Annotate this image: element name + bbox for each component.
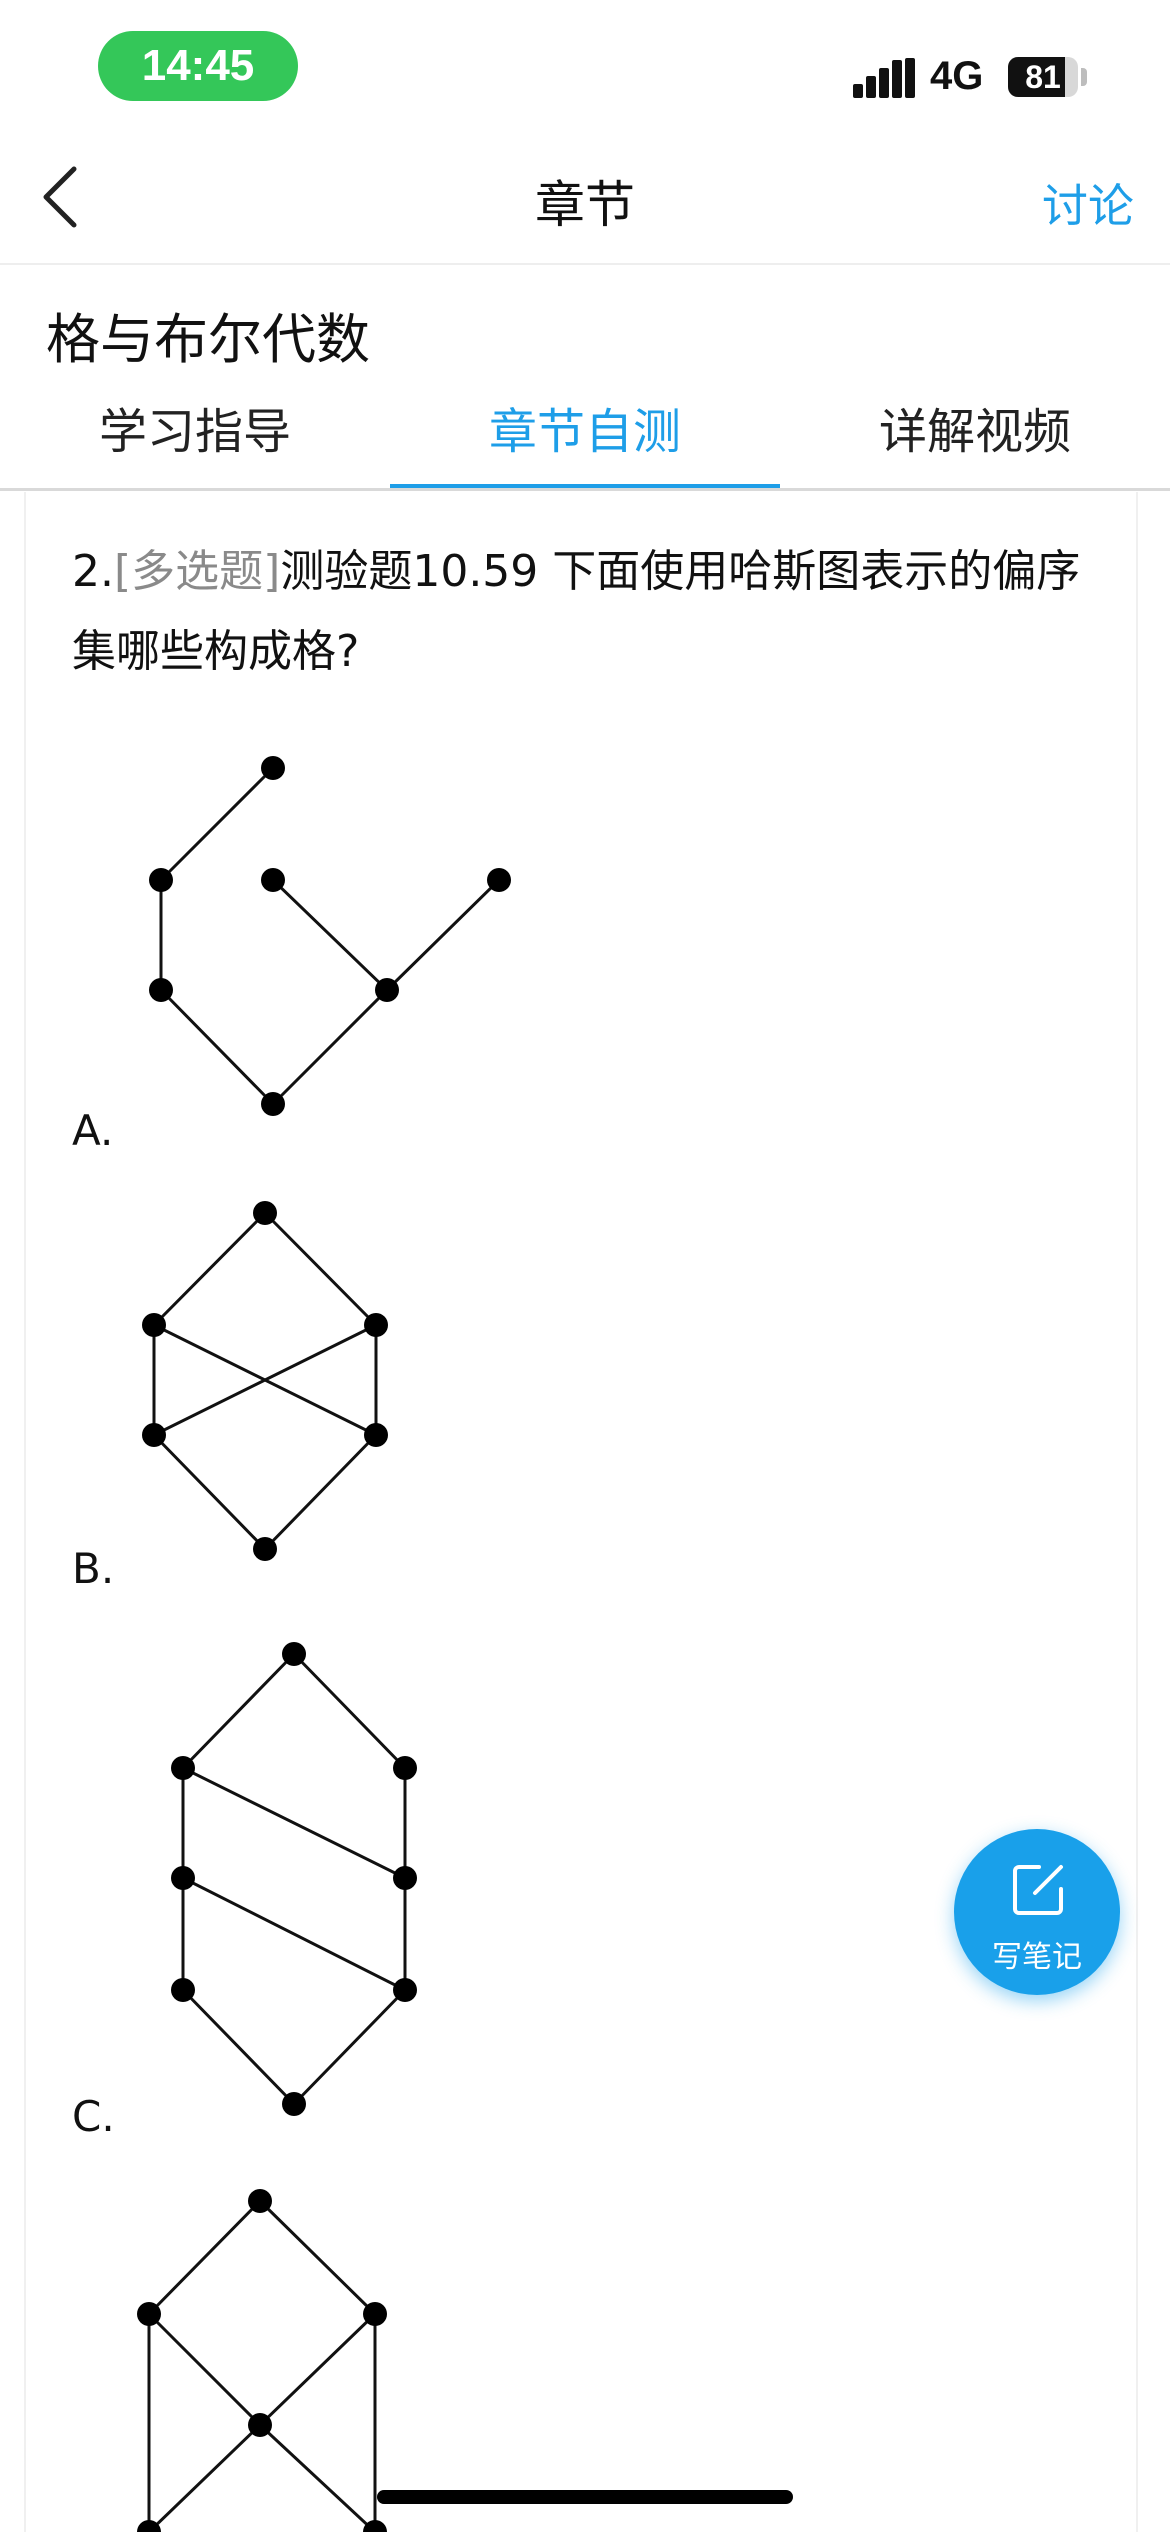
tab-bar: 学习指导 章节自测 详解视频: [0, 392, 1170, 491]
home-indicator[interactable]: [377, 2490, 793, 2504]
active-tab-indicator: [390, 484, 780, 488]
option-c-label[interactable]: C.: [72, 2092, 115, 2141]
battery-icon: 81: [1008, 57, 1078, 97]
question-number: 2.: [72, 546, 114, 597]
status-time: 14:45: [98, 31, 298, 101]
page-title: 章节: [535, 176, 635, 234]
write-note-button[interactable]: 写笔记: [954, 1829, 1120, 1995]
battery-cap: [1081, 68, 1087, 86]
tab-explanation-video[interactable]: 详解视频: [878, 404, 1071, 460]
hasse-diagram-a[interactable]: [26, 492, 1136, 2532]
discuss-button[interactable]: 讨论: [1042, 179, 1134, 233]
option-b-label[interactable]: B.: [72, 1544, 115, 1593]
question-stem: 2.[多选题]测验题10.59 下面使用哈斯图表示的偏序集哪些构成格?: [72, 532, 1112, 692]
battery-fill: [1008, 57, 1065, 97]
signal-icon: [853, 58, 915, 98]
option-a-label[interactable]: A.: [72, 1106, 114, 1155]
edit-note-icon: [1013, 1865, 1063, 1915]
question-type-tag: [多选题]: [113, 546, 281, 597]
network-type: 4G: [930, 54, 984, 98]
chapter-title: 格与布尔代数: [46, 308, 370, 371]
battery-percent: 81: [1025, 59, 1061, 95]
nav-bar: 章节 讨论: [0, 135, 1170, 265]
tab-study-guide[interactable]: 学习指导: [98, 404, 291, 460]
question-card: 2.[多选题]测验题10.59 下面使用哈斯图表示的偏序集哪些构成格?: [24, 492, 1138, 2532]
status-bar: 14:45 4G 81: [0, 0, 1170, 135]
write-note-label: 写笔记: [992, 1940, 1082, 1975]
question-text: 测验题10.59 下面使用哈斯图表示的偏序集哪些构成格?: [72, 546, 1081, 677]
tab-chapter-test[interactable]: 章节自测: [488, 404, 681, 460]
back-chevron-icon[interactable]: [30, 157, 110, 237]
